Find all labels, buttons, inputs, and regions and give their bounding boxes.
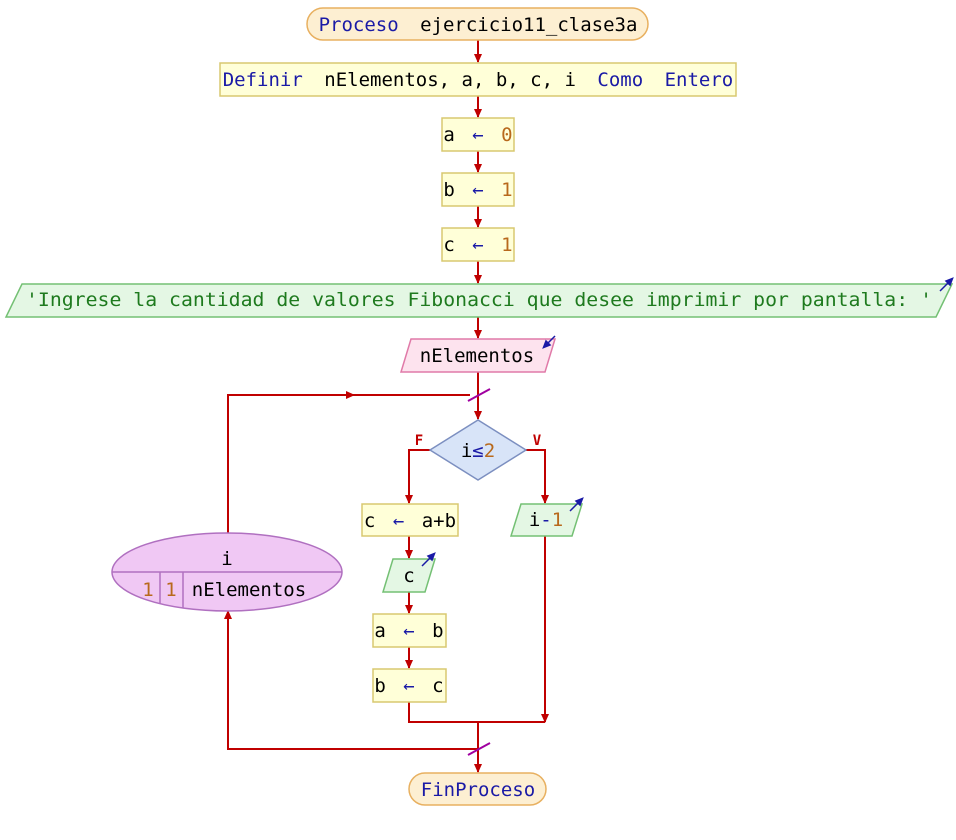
assign-c-sum[interactable]: c ← a+b [361,503,459,537]
assign-target: c [364,510,375,532]
assign-expr: a+b [422,510,456,532]
svg-text:c ← a+b: c ← a+b [364,510,456,532]
decision-i-le-2[interactable]: i≤2 F V [415,419,542,481]
svg-text:c ← 1: c ← 1 [443,234,512,256]
svg-text:b ← 1: b ← 1 [443,179,512,201]
loop-slash-marks [467,388,491,756]
end-label: FinProceso [421,779,535,801]
assign-value: b [432,620,443,642]
output-prompt-text: 'Ingrese la cantidad de valores Fibonacc… [26,289,932,311]
decision-value: 2 [484,440,495,462]
assign-target: a [374,620,385,642]
output-arrow-icon [939,277,954,292]
process-start-terminal[interactable]: Proceso ejercicio11_clase3a [306,7,649,41]
process-keyword: Proceso [319,14,399,36]
assign-value: c [432,675,443,697]
svg-text:i-1: i-1 [529,509,563,531]
input-nelementos-block[interactable]: nElementos [399,335,557,373]
define-como: Como [597,69,643,91]
output-i-minus-1-block[interactable]: i-1 [509,497,584,537]
loop-end: nElementos [192,579,306,601]
for-loop-node[interactable]: i 1 1 nElementos [111,532,343,612]
decision-false-label: F [415,433,423,449]
assign-arrow: ← [472,124,483,146]
define-keyword: Definir [223,69,303,91]
svg-text:a ← b: a ← b [374,620,443,642]
svg-text:Definir nElementos, a, b: Definir nElementos, a, b, c, i Como Ente… [223,69,734,91]
input-arrow-icon [542,335,556,349]
input-var: nElementos [420,345,534,367]
svg-text:i≤2: i≤2 [461,440,495,462]
output-var: c [403,565,414,587]
assign-value: 1 [501,234,512,256]
svg-text:b ← c: b ← c [374,675,443,697]
assign-arrow: ← [403,620,414,642]
assign-arrow: ← [472,234,483,256]
assign-a-zero[interactable]: a ← 0 [441,117,515,152]
output-arrow-icon [421,552,436,567]
output-op: - [540,509,551,531]
assign-target: a [443,124,454,146]
output-value: 1 [552,509,563,531]
decision-op: ≤ [472,440,483,462]
define-vars: nElementos, a, b, c, i [324,69,576,91]
assign-a-b[interactable]: a ← b [372,613,447,648]
svg-text:Proceso ejercicio11_clas: Proceso ejercicio11_clase3a [319,14,638,36]
assign-arrow: ← [393,510,404,532]
output-c-block[interactable]: c [381,552,437,593]
loop-step: 1 [165,579,176,601]
process-name: ejercicio11_clase3a [420,14,637,36]
assign-value: 0 [501,124,512,146]
svg-text:a ← 0: a ← 0 [443,124,512,146]
loop-var: i [221,548,232,570]
output-arrow-icon [569,497,584,512]
define-type: Entero [665,69,734,91]
assign-value: 1 [501,179,512,201]
decision-true-label: V [533,433,542,449]
flow-connectors [224,40,549,773]
assign-target: c [443,234,454,256]
decision-var: i [461,440,472,462]
assign-target: b [443,179,454,201]
output-prompt-block[interactable]: 'Ingrese la cantidad de valores Fibonacc… [4,277,954,318]
assign-arrow: ← [403,675,414,697]
process-end-terminal[interactable]: FinProceso [408,772,547,806]
define-block[interactable]: Definir nElementos, a, b, c, i Como Ente… [219,62,737,97]
assign-target: b [374,675,385,697]
assign-b-c[interactable]: b ← c [372,668,447,703]
output-var: i [529,509,540,531]
assign-b-one[interactable]: b ← 1 [441,172,515,207]
assign-arrow: ← [472,179,483,201]
loop-start: 1 [142,579,153,601]
assign-c-one[interactable]: c ← 1 [441,227,515,262]
